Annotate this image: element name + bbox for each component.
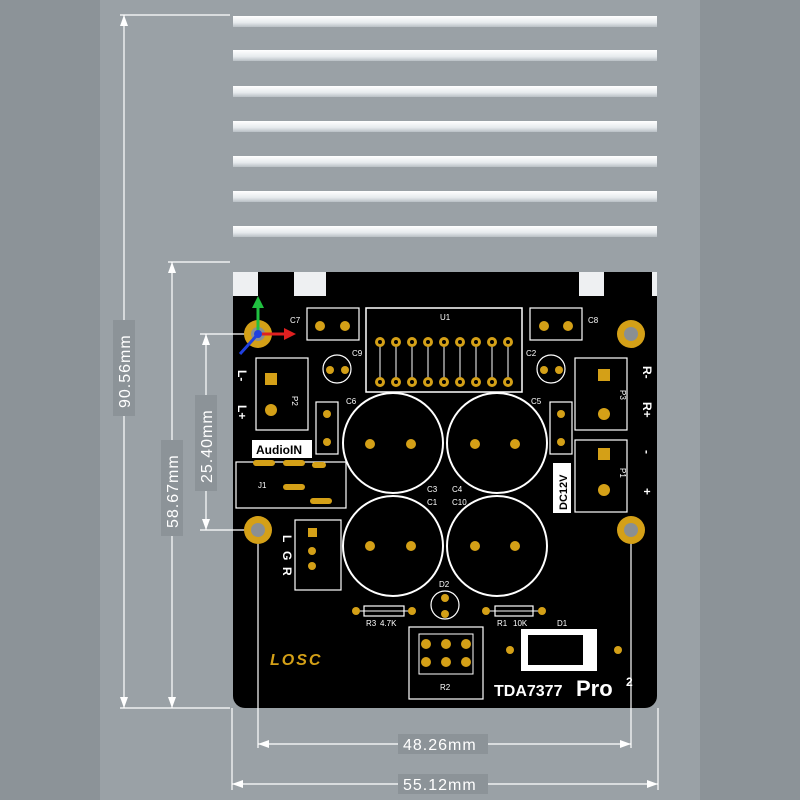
c9-label: C9 [352, 349, 363, 358]
c2-label: C2 [526, 349, 537, 358]
heatsink-fin [233, 50, 657, 61]
c6-label: C6 [346, 397, 357, 406]
pcb-board [233, 272, 657, 708]
c1-label: C1 [427, 498, 438, 507]
model-superscript: 2 [626, 675, 633, 689]
r3-label: R3 [366, 619, 377, 628]
r-plus-label: R+ [640, 402, 654, 418]
l-label: L [280, 535, 294, 542]
heatsink [233, 16, 657, 237]
heatsink-fin [233, 16, 657, 27]
brand-logo: LOSC [270, 652, 322, 669]
p3-label: P3 [618, 390, 627, 400]
resistor-r1: R1 10K [482, 605, 546, 628]
electrolytic-caps [342, 392, 548, 597]
c8-label: C8 [588, 316, 599, 325]
cap-c8: C8 [529, 307, 599, 341]
audioin-badge [252, 440, 312, 458]
audio-jack-j1: J1 [235, 460, 347, 509]
j1-label: J1 [258, 481, 267, 490]
board-substrate [233, 272, 657, 708]
resistor-r3: R3 4.7K [352, 605, 416, 628]
potentiometer-r2: R2 [408, 626, 484, 700]
audioin-label: AudioIN [256, 443, 302, 457]
r2-label: R2 [440, 683, 451, 692]
cap-c7: C7 [290, 307, 360, 341]
d1-label: D1 [557, 619, 568, 628]
connector-p3: P3 R- R+ [574, 357, 654, 431]
r1-label: R1 [497, 619, 508, 628]
board-height-label: 58.67mm [165, 454, 182, 528]
r-label: R [280, 567, 294, 576]
c4-label: C4 [452, 485, 463, 494]
model-suffix: Pro [576, 676, 613, 701]
u1-chip: U1 [365, 307, 523, 393]
heatsink-fin [233, 121, 657, 132]
u1-label: U1 [440, 313, 451, 322]
connector-p1: P1 - + [574, 439, 654, 513]
c3-label: C3 [427, 485, 438, 494]
cap-c5-outline [549, 401, 573, 455]
p2-label: P2 [290, 396, 299, 406]
model-label: TDA7377 [494, 683, 563, 700]
cap-c2: C2 [526, 349, 566, 384]
g-label: G [280, 551, 294, 560]
r1-value: 10K [513, 619, 528, 628]
dc12v-label: DC12V [558, 474, 570, 510]
mount-spacing-label: 25.40mm [199, 409, 216, 483]
l-plus-label: L+ [235, 405, 249, 419]
c5-label: C5 [531, 397, 542, 406]
board-width-label: 55.12mm [403, 777, 477, 794]
cap-c6-outline [315, 401, 339, 455]
dimension-arrows [120, 15, 658, 788]
r-minus-label: R- [640, 366, 654, 379]
heatsink-fin [233, 86, 657, 97]
l-minus-label: L- [235, 370, 249, 381]
r3-value: 4.7K [380, 619, 397, 628]
cap-c9: C9 [322, 349, 363, 384]
plus-label: + [640, 488, 654, 495]
diode-d2: D2 [430, 580, 460, 620]
minus-label: - [640, 450, 654, 454]
c7-label: C7 [290, 316, 301, 325]
d2-label: D2 [439, 580, 450, 589]
connector-p2: P2 L- L+ [235, 357, 309, 431]
axis-gizmo [238, 296, 296, 356]
total-height-label: 90.56mm [117, 334, 134, 408]
dc12v-badge [553, 463, 571, 513]
heatsink-fin [233, 156, 657, 167]
p1-label: P1 [618, 468, 627, 478]
diode-d1: D1 [506, 619, 622, 671]
heatsink-fin [233, 226, 657, 237]
lgr-header: L G R [280, 519, 342, 591]
hole-spacing-label: 48.26mm [403, 737, 477, 754]
heatsink-fin [233, 191, 657, 202]
c10-label: C10 [452, 498, 467, 507]
